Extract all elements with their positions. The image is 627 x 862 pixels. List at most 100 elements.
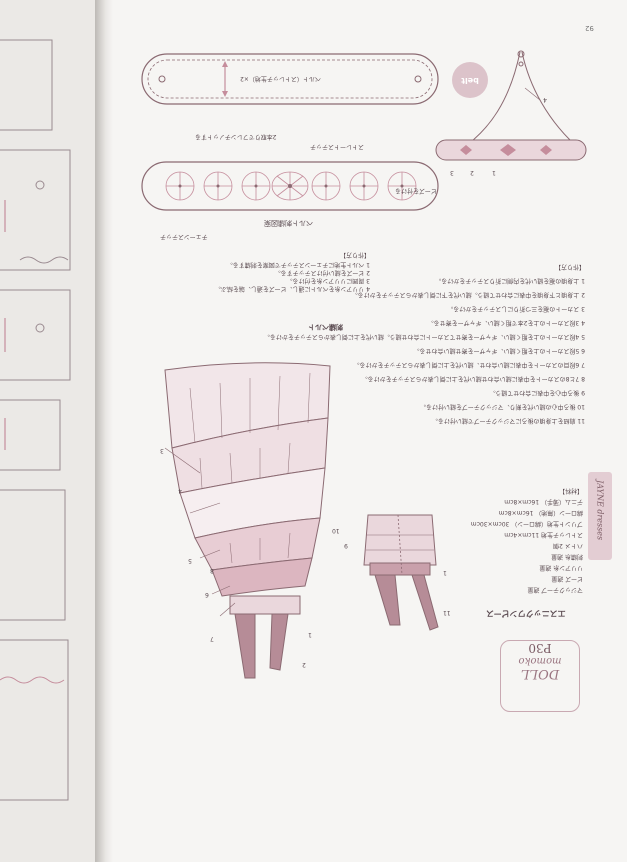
strap [374,574,401,626]
dress-steps-heading: 【作り方】 [554,263,585,270]
callout-11: 11 [443,609,451,616]
pattern-piece [0,399,61,471]
annotation-bead: ビーズを付ける [395,187,437,194]
dress-title: エスニックワンピース [486,609,566,618]
scallop-trim [0,676,65,684]
dress-step: 4 3段スカートの上を2本で粗く縫い、ギャザーを寄せる。 [427,319,585,326]
callout-3: 3 [450,169,454,176]
belt-steps: 4 リリアン糸をベルトに通し、ビーズを通し、端を結ぶ。 3 周囲にリリアン糸を付… [200,250,370,292]
pattern-piece [0,39,53,131]
pattern-piece [0,489,66,621]
gather-lines [199,442,291,489]
pattern-badge-size: DOLL [520,666,560,681]
arrow-head [222,61,228,67]
material-item: マジックテープ 適量 [527,586,583,593]
embroidery-motif [460,144,552,156]
pattern-badge-brand: momoko [518,655,562,666]
belt-pattern-label: ベルト刺繍図案 [264,219,313,227]
dress-step: 9 後ろ中心を中表に合わせて縫う。 [489,389,585,396]
materials-heading: 【材料】 [558,487,583,494]
french-knot [178,184,182,188]
bodice [229,595,301,615]
callout-9: 9 [344,542,348,549]
material-item: ビーズ 適量 [551,575,583,582]
belt-embroidery-chart [141,161,439,211]
facing-page [0,0,100,862]
belt-step: 1 ベルト生地にチェーンステッチで図案を刺繍する。 [226,261,370,268]
gather-lines [229,532,291,564]
cord [521,51,571,141]
tier-lines [366,534,434,551]
material-item: プリント生地（綿ローン） 30cm×30cm [470,520,583,527]
french-knot [400,184,404,188]
page-number: 92 [585,24,594,32]
arrow-head [222,91,228,97]
strap-right [269,613,289,671]
belt-pattern-piece [141,53,439,105]
pattern-badge: DOLL momoko P30 [500,640,580,712]
dress-steps: 11 肩紐を上身頃の後ろにマジックテープで縫い付ける。 10 後ろ中心の縫い代を… [263,262,585,424]
facing-page-pattern-pieces [0,39,71,801]
belt-step: 4 リリアン糸をベルトに通し、ビーズを通し、端を結ぶ。 [214,285,370,292]
french-knot [288,184,292,188]
leader-line [524,87,541,101]
callout-8: 8 [210,567,214,574]
pattern-piece [0,639,69,801]
annotation-chain: チェーンステッチ [160,233,208,240]
dress-back-view [363,514,439,631]
cord-bead [517,50,525,58]
leader-line [189,502,221,514]
dress-step: 1 上身頃の裾を縫い代を内側に折りステッチをかける。 [435,277,585,284]
dress-step: 6 5段スカートの上を粗く縫い、ギャザーを寄せ縫い合わせる。 [413,347,585,354]
belt-outline [141,53,439,105]
leader-line [211,585,231,595]
dress-step: 10 後ろ中心の縫い代を割り、マジックテープを縫い付ける。 [420,403,585,410]
belt-piece-label: ベルト（ストレッチ生地）×2 [240,75,321,82]
cord [459,51,521,151]
dress-step: 8 7と8のスカートを中表に縫い合わせ縫い代を上に倒し表からステッチをかける。 [361,375,585,382]
belt-step: 3 周囲にリリアン糸を付ける。 [286,277,371,284]
eyelet-mark [35,180,45,190]
dress-step: 3 スカートの裾を三つ折りにしステッチをかける。 [447,305,585,312]
belt-illustration [435,50,587,161]
dress-step: 2 上身頃と下身頃を中表に合わせて縫う。縫い代を下に倒し表からステッチをかける。 [351,291,585,298]
callout-1-front: 1 [308,631,312,638]
annotation-straight: ストレートステッチ [310,143,365,150]
french-knot [216,184,220,188]
material-item: ストレッチ生地 11cm×4cm [504,531,583,538]
bodice-band [369,562,431,576]
callout-7: 7 [210,635,214,642]
eyelet-mark [158,75,166,83]
belt-steps-heading: 【作り方】 [339,251,370,258]
eyelet-mark [414,75,422,83]
belt-step: 2 ビーズを縫い付けステッチする。 [274,269,370,276]
french-knot [324,184,328,188]
callout-5: 5 [188,557,192,564]
side-tab: JAYNE dresses [588,472,612,560]
belt-seam-line [147,59,433,99]
material-item: デニム（薄手） 16cm×8cm [504,498,583,505]
material-item: ハトメ 2個 [553,542,583,549]
pattern-badge-inner: DOLL momoko P30 [501,641,579,687]
french-knot [362,184,366,188]
materials-list: マジックテープ 適量 ビーズ 適量 リリアン糸 適量 刺繍糸 適量 ハトメ 2個… [470,486,583,593]
dress-step: 11 肩紐を上身頃の後ろにマジックテープで縫い付ける。 [431,417,585,424]
callout-4-front: 4 [178,487,182,494]
belt-outline [141,161,439,211]
side-tab-label: JAYNE dresses [595,480,605,541]
leader-line [199,549,221,559]
eyelet-mark [35,323,45,333]
callout-1: 1 [492,169,496,176]
leader-line [164,447,201,474]
belt-title: 刺繍ベルト [308,323,343,331]
gather-lines [189,372,311,444]
material-item: 刺繍糸 適量 [551,553,583,560]
strap [411,574,439,631]
leader-line [219,602,236,617]
skirt-tier-5 [211,557,313,597]
callout-4: 4 [543,96,547,103]
dress-step: 5 4段スカートの上を粗く縫い、ギャザーを寄せてスカートに合わせ縫う。縫い代を上… [263,333,585,340]
book-spine-shadow [95,0,113,862]
annotation-french-double: 2本取りでフレンチノットする [195,133,277,140]
pattern-piece [0,149,71,271]
